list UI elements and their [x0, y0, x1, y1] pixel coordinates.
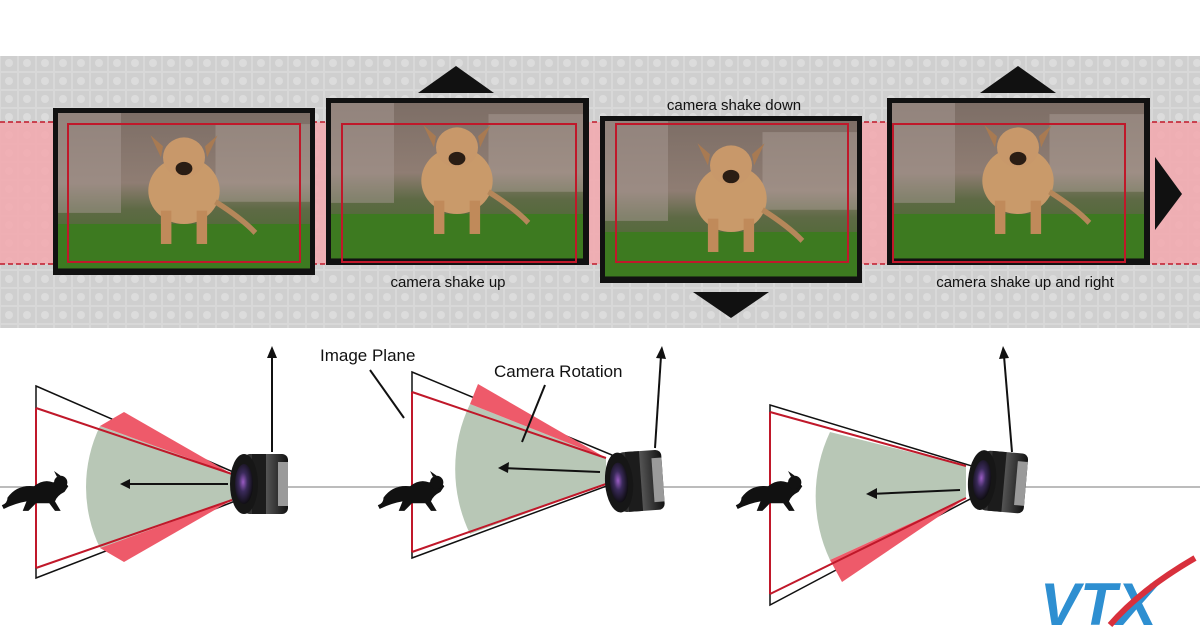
- view-direction-line: [869, 489, 961, 495]
- label-camera-rotation: Camera Rotation: [494, 362, 623, 381]
- green-arc: [815, 432, 966, 560]
- red-wedge-bottom: [830, 498, 966, 582]
- red-wedge-top: [100, 412, 232, 474]
- camera-lens-icon: [965, 448, 1029, 514]
- frame-2: camera shake up: [326, 66, 589, 291]
- crop-cone-lines: [411, 391, 607, 553]
- arrow-left-icon: [866, 488, 877, 499]
- rotation-diagram-2: Image Plane Camera Rotation: [320, 346, 666, 560]
- arrow-left-icon: [498, 462, 509, 473]
- caption-shake-up: camera shake up: [390, 274, 505, 291]
- arrow-up-icon: [418, 66, 494, 93]
- arrow-left-icon: [120, 479, 130, 489]
- arrow-up-icon: [267, 346, 277, 358]
- camera-lens-icon: [602, 449, 666, 514]
- frame-2-crop-box: [341, 123, 577, 263]
- caption-shake-down: camera shake down: [667, 97, 801, 114]
- logo-text: VTX: [1040, 571, 1161, 629]
- camera-lens-icon: [230, 454, 288, 514]
- green-arc: [86, 426, 233, 548]
- arrow-up-icon: [656, 346, 666, 359]
- frame-4-crop-box: [892, 123, 1126, 263]
- frame-1-crop-box: [67, 123, 301, 263]
- view-direction-line: [501, 467, 601, 473]
- red-wedge-bottom: [100, 500, 232, 562]
- caption-shake-up-right: camera shake up and right: [936, 274, 1114, 291]
- arrow-up-icon: [980, 66, 1056, 93]
- vtx-logo: VTX: [1040, 555, 1197, 629]
- frame-3-crop-box: [615, 123, 849, 263]
- frame-1: [53, 108, 315, 275]
- frame-4: camera shake up and right: [887, 66, 1182, 291]
- camera-rotation-pointer: [521, 384, 546, 443]
- up-vector-line: [654, 355, 662, 449]
- arrow-down-icon: [693, 292, 769, 318]
- rotation-diagram-3: [735, 346, 1029, 607]
- up-vector-line: [1003, 355, 1013, 453]
- red-wedge-top: [470, 384, 606, 458]
- arrow-up-icon: [999, 346, 1009, 359]
- rotation-diagram-1: [1, 346, 288, 580]
- frame-3: camera shake down: [600, 97, 862, 318]
- image-plane-pointer: [369, 369, 405, 419]
- label-image-plane: Image Plane: [320, 346, 415, 365]
- arrow-right-icon: [1155, 157, 1182, 230]
- logo-swoosh-icon: [1107, 555, 1197, 627]
